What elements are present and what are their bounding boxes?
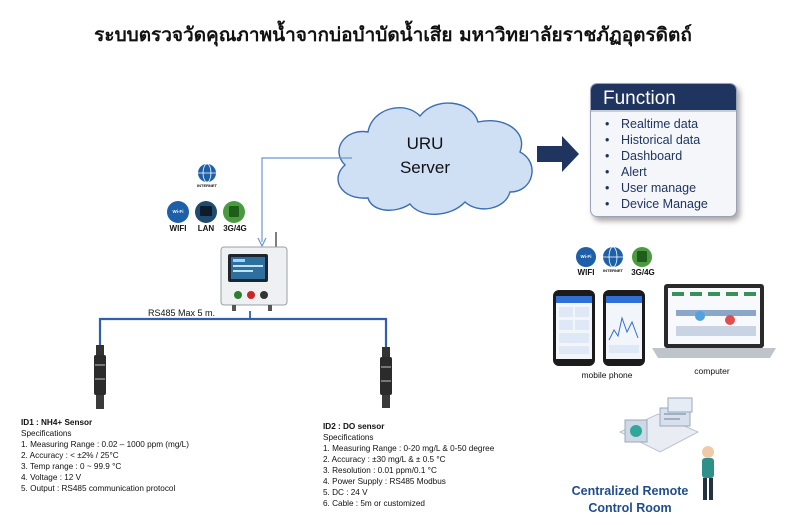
sensor2-title: ID2 : DO sensor — [323, 422, 385, 431]
rs485-cable — [98, 317, 388, 347]
wifi-badge-text: Wi-Fi — [172, 209, 184, 214]
spec-item: 2. Accuracy : ±30 mg/L & ± 0.5 °C — [323, 455, 446, 464]
arrow-right-icon — [537, 136, 579, 172]
function-box: Function Realtime data Historical data D… — [590, 83, 737, 217]
function-list: Realtime data Historical data Dashboard … — [591, 112, 736, 212]
sensor2-specs: ID2 : DO sensor Specifications 1. Measur… — [323, 421, 563, 509]
spec-item: 4. Power Supply : RS485 Modbus — [323, 477, 446, 486]
function-item: Dashboard — [605, 148, 736, 164]
wifi-icon — [167, 201, 189, 223]
cable-label: RS485 Max 5 m. — [148, 308, 216, 318]
control-room-label: Centralized Remote Control Room — [555, 483, 705, 517]
spec-item: 4. Voltage : 12 V — [21, 473, 82, 482]
spec-item: 5. Output : RS485 communication protocol — [21, 484, 176, 493]
control-room-line2: Control Room — [588, 501, 672, 515]
function-item: Historical data — [605, 132, 736, 148]
page-title: ระบบตรวจวัดคุณภาพน้ำจากบ่อบำบัดน้ำเสีย ม… — [94, 24, 692, 46]
spec-item: 6. Cable : 5m or customized — [323, 499, 425, 508]
cell-label: 3G/4G — [223, 224, 247, 233]
globe-icon — [198, 163, 216, 183]
controller-box — [220, 232, 288, 311]
cellular-icon-right — [632, 247, 652, 267]
cell-label-right: 3G/4G — [631, 268, 655, 277]
mobile-label: mobile phone — [581, 370, 633, 380]
function-heading: Function — [591, 84, 736, 112]
sensor2-spec-list: 1. Measuring Range : 0-20 mg/L & 0-50 de… — [323, 443, 563, 509]
sensor1-subtitle: Specifications — [21, 429, 72, 438]
globe-icon-right — [603, 246, 623, 268]
wifi-label-right: WIFI — [577, 268, 595, 277]
wifi-badge-text-right: Wi-Fi — [580, 254, 592, 259]
spec-item: 2. Accuracy : < ±2% / 25°C — [21, 451, 119, 460]
do-sensor-probe — [380, 347, 392, 408]
nh4-sensor-probe — [94, 345, 106, 409]
sensor2-subtitle: Specifications — [323, 433, 374, 442]
sensor1-spec-list: 1. Measuring Range : 0.02 – 1000 ppm (mg… — [21, 439, 281, 494]
wifi-icon-right — [576, 247, 596, 267]
internet-label-right: INTERNET — [603, 268, 623, 273]
server-name: URU — [406, 134, 444, 153]
internet-label: INTERNET — [197, 183, 217, 188]
function-item: User manage — [605, 180, 736, 196]
mobile-phone-illustration — [553, 290, 645, 366]
sensor1-title: ID1 : NH4+ Sensor — [21, 418, 93, 427]
control-room-line1: Centralized Remote — [571, 484, 689, 498]
computer-label: computer — [694, 366, 730, 376]
function-item: Alert — [605, 164, 736, 180]
spec-item: 3. Temp range : 0 ~ 99.9 °C — [21, 462, 122, 471]
server-label: URU Server — [365, 132, 485, 180]
lan-label: LAN — [197, 224, 215, 233]
computer-illustration — [652, 284, 776, 358]
cellular-icon — [223, 201, 245, 223]
server-type: Server — [399, 158, 451, 177]
spec-item: 5. DC : 24 V — [323, 488, 368, 497]
function-item: Device Manage — [605, 196, 736, 212]
function-item: Realtime data — [605, 116, 736, 132]
server-link-line — [261, 157, 352, 242]
sensor1-specs: ID1 : NH4+ Sensor Specifications 1. Meas… — [21, 417, 281, 494]
control-room-illustration — [618, 397, 714, 500]
server-cloud — [337, 102, 533, 215]
wifi-label: WIFI — [169, 224, 187, 233]
spec-item: 3. Resolution : 0.01 ppm/0.1 °C — [323, 466, 437, 475]
spec-item: 1. Measuring Range : 0.02 – 1000 ppm (mg… — [21, 440, 189, 449]
lan-icon — [195, 201, 217, 223]
spec-item: 1. Measuring Range : 0-20 mg/L & 0-50 de… — [323, 444, 495, 453]
